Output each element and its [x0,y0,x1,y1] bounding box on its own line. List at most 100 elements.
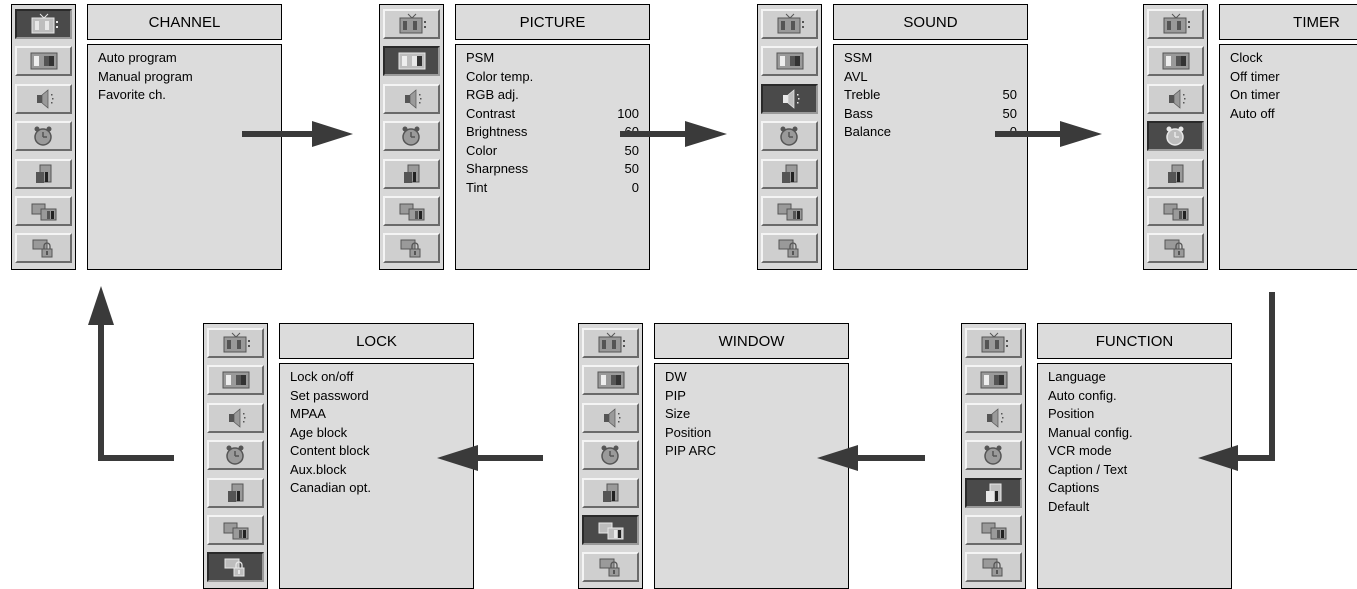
menu-item[interactable]: Size [665,405,838,424]
menu-item[interactable]: Auto config. [1048,387,1221,406]
menu-tab-lock[interactable] [761,233,818,264]
menu-item[interactable]: Captions [1048,479,1221,498]
menu-tab-function[interactable] [761,158,818,189]
menu-item[interactable]: Off timer [1230,68,1357,87]
arrow-timer-to-function [1198,292,1275,471]
lock-icon [219,556,253,578]
menu-tab-timer[interactable] [761,121,818,152]
menu-tab-lock[interactable] [582,552,639,583]
menu-tab-sound[interactable] [383,83,440,114]
menu-tab-tv-channel[interactable] [207,328,264,358]
menu-item-label: Bass [844,105,873,121]
menu-item[interactable]: SSM [844,49,1017,68]
menu-item[interactable]: Auto program [98,49,271,68]
menu-tab-sound[interactable] [207,402,264,433]
menu-item[interactable]: Canadian opt. [290,479,463,498]
picture-icon [977,369,1011,391]
menu-item[interactable]: AVL [844,68,1017,87]
menu-tab-function[interactable] [965,477,1022,508]
menu-item[interactable]: Caption / Text [1048,461,1221,480]
menu-tab-tv-channel[interactable] [15,9,72,39]
menu-item[interactable]: Color temp. [466,68,639,87]
menu-item-label: Canadian opt. [290,480,371,495]
menu-tab-tv-channel[interactable] [383,9,440,39]
menu-tab-function[interactable] [582,477,639,508]
menu-tab-window[interactable] [1147,196,1204,226]
menu-tab-sound[interactable] [965,402,1022,433]
menu-tab-timer[interactable] [1147,121,1204,152]
menu-item[interactable]: MPAA [290,405,463,424]
menu-icon-column [11,4,76,270]
menu-tab-picture[interactable] [383,46,440,77]
menu-tab-window[interactable] [761,196,818,226]
menu-tab-picture[interactable] [761,46,818,77]
menu-item[interactable]: Set password [290,387,463,406]
menu-tab-picture[interactable] [1147,46,1204,77]
menu-tab-picture[interactable] [582,365,639,396]
menu-item[interactable]: PIP [665,387,838,406]
menu-item[interactable]: On timer [1230,86,1357,105]
menu-tab-sound[interactable] [15,83,72,114]
menu-item[interactable]: Favorite ch. [98,86,271,105]
menu-tab-function[interactable] [207,477,264,508]
menu-item[interactable]: Lock on/off [290,368,463,387]
menu-item[interactable]: Position [1048,405,1221,424]
menu-item[interactable]: Language [1048,368,1221,387]
menu-item[interactable]: Auto off [1230,105,1357,124]
menu-tab-picture[interactable] [965,365,1022,396]
menu-item[interactable]: Age block [290,424,463,443]
menu-tab-window[interactable] [582,515,639,545]
menu-tab-lock[interactable] [383,233,440,264]
menu-item[interactable]: Default [1048,498,1221,517]
menu-tab-function[interactable] [15,158,72,189]
menu-tab-lock[interactable] [1147,233,1204,264]
menu-tab-tv-channel[interactable] [761,9,818,39]
menu-tab-lock[interactable] [15,233,72,264]
menu-tab-lock[interactable] [207,552,264,583]
menu-item[interactable]: VCR mode [1048,442,1221,461]
menu-tab-timer[interactable] [383,121,440,152]
menu-tab-tv-channel[interactable] [965,328,1022,358]
menu-item[interactable]: PIP ARC [665,442,838,461]
menu-tab-picture[interactable] [207,365,264,396]
menu-item-label: VCR mode [1048,443,1112,458]
menu-tab-window[interactable] [207,515,264,545]
menu-item-label: Balance [844,124,891,139]
menu-tab-lock[interactable] [965,552,1022,583]
menu-tab-picture[interactable] [15,46,72,77]
menu-item[interactable]: RGB adj. [466,86,639,105]
menu-tab-function[interactable] [383,158,440,189]
menu-tab-window[interactable] [15,196,72,226]
menu-tab-timer[interactable] [965,440,1022,471]
menu-tab-tv-channel[interactable] [582,328,639,358]
menu-tab-sound[interactable] [1147,83,1204,114]
menu-tab-timer[interactable] [207,440,264,471]
menu-item[interactable]: Manual config. [1048,424,1221,443]
menu-tab-tv-channel[interactable] [1147,9,1204,39]
menu-item[interactable]: DW [665,368,838,387]
menu-item[interactable]: Clock [1230,49,1357,68]
menu-tab-timer[interactable] [15,121,72,152]
menu-item[interactable]: PSM [466,49,639,68]
menu-tab-window[interactable] [383,196,440,226]
menu-tab-sound[interactable] [582,402,639,433]
menu-item-label: Caption / Text [1048,461,1128,477]
menu-tab-function[interactable] [1147,158,1204,189]
menu-item[interactable]: Manual program [98,68,271,87]
menu-tab-sound[interactable] [761,83,818,114]
menu-tab-window[interactable] [965,515,1022,545]
menu-tab-timer[interactable] [582,440,639,471]
menu-item[interactable]: Position [665,424,838,443]
menu-item[interactable]: Aux.block [290,461,463,480]
menu-item[interactable]: Content block [290,442,463,461]
